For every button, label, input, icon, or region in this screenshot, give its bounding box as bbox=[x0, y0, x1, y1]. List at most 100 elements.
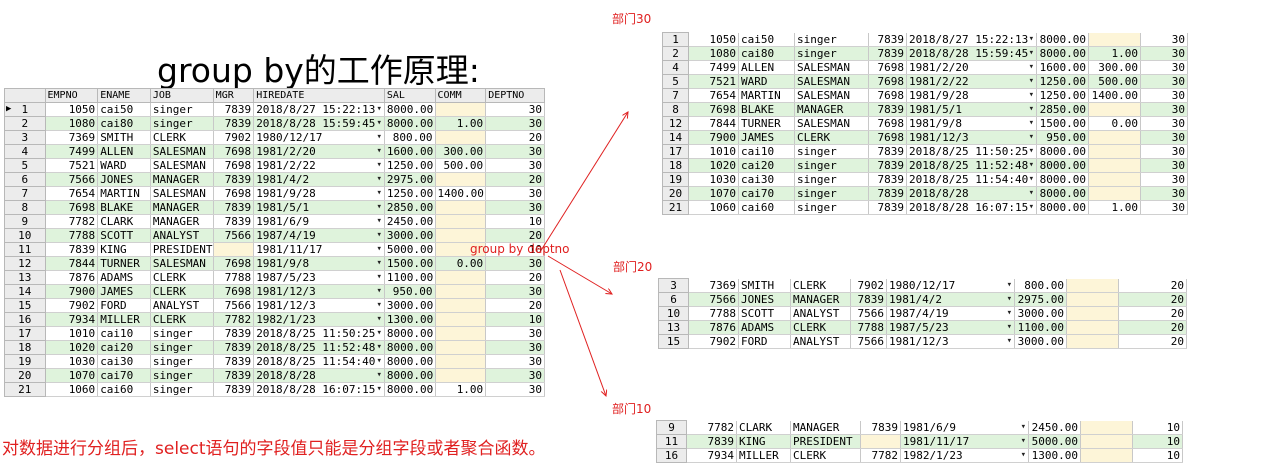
cell-hiredate[interactable]: 1980/12/17 bbox=[253, 130, 385, 145]
cell-ename[interactable]: ADAMS bbox=[97, 270, 151, 285]
cell-comm[interactable] bbox=[1066, 278, 1119, 293]
cell-empno[interactable]: 7369 bbox=[45, 130, 99, 145]
cell-empno[interactable]: 7782 bbox=[45, 214, 99, 229]
cell-ename[interactable]: cai50 bbox=[97, 102, 151, 117]
cell-empno[interactable]: 7844 bbox=[45, 256, 99, 271]
cell-comm[interactable] bbox=[1080, 420, 1133, 435]
cell-job[interactable]: singer bbox=[150, 354, 214, 369]
cell-mgr[interactable]: 7698 bbox=[213, 186, 255, 201]
cell-ename[interactable]: cai60 bbox=[738, 200, 795, 215]
cell-sal[interactable]: 8000.00 bbox=[384, 340, 436, 355]
cell-hiredate[interactable]: 1981/11/17 bbox=[900, 434, 1029, 449]
cell-deptno[interactable]: 20 bbox=[1118, 334, 1187, 349]
cell-mgr[interactable]: 7698 bbox=[868, 130, 907, 145]
col-header-mgr[interactable]: MGR bbox=[212, 88, 255, 103]
cell-hiredate[interactable]: 1981/2/22 bbox=[253, 158, 385, 173]
cell-hiredate[interactable]: 2018/8/25 11:52:48 bbox=[253, 340, 385, 355]
cell-ename[interactable]: cai20 bbox=[738, 158, 795, 173]
cell-ename[interactable]: ADAMS bbox=[738, 320, 791, 335]
cell-mgr[interactable]: 7698 bbox=[213, 256, 255, 271]
cell-comm[interactable] bbox=[1088, 158, 1141, 173]
col-header-empno[interactable]: EMPNO bbox=[44, 88, 99, 103]
cell-ename[interactable]: ALLEN bbox=[97, 144, 151, 159]
cell-comm[interactable] bbox=[435, 312, 487, 327]
cell-mgr[interactable]: 7839 bbox=[868, 186, 907, 201]
cell-job[interactable]: MANAGER bbox=[150, 214, 214, 229]
cell-job[interactable]: singer bbox=[794, 32, 869, 47]
cell-job[interactable]: MANAGER bbox=[790, 420, 861, 435]
cell-sal[interactable]: 8000.00 bbox=[1036, 32, 1089, 47]
cell-ename[interactable]: BLAKE bbox=[738, 102, 795, 117]
cell-ename[interactable]: CLARK bbox=[736, 420, 791, 435]
cell-sal[interactable]: 800.00 bbox=[384, 130, 436, 145]
cell-hiredate[interactable]: 1981/9/8 bbox=[253, 256, 385, 271]
cell-job[interactable]: SALESMAN bbox=[150, 186, 214, 201]
cell-deptno[interactable]: 20 bbox=[1118, 278, 1187, 293]
cell-empno[interactable]: 7566 bbox=[45, 172, 99, 187]
cell-empno[interactable]: 7788 bbox=[688, 306, 739, 321]
cell-job[interactable]: singer bbox=[150, 116, 214, 131]
cell-hiredate[interactable]: 1982/1/23 bbox=[900, 448, 1029, 463]
cell-comm[interactable]: 0.00 bbox=[435, 256, 487, 271]
cell-job[interactable]: ANALYST bbox=[150, 298, 214, 313]
cell-empno[interactable]: 1010 bbox=[45, 326, 99, 341]
cell-empno[interactable]: 1030 bbox=[688, 172, 739, 187]
cell-job[interactable]: ANALYST bbox=[790, 306, 851, 321]
cell-hiredate[interactable]: 1981/6/9 bbox=[253, 214, 385, 229]
cell-empno[interactable]: 7934 bbox=[45, 312, 99, 327]
cell-deptno[interactable]: 30 bbox=[1140, 74, 1188, 89]
cell-job[interactable]: MANAGER bbox=[150, 200, 214, 215]
cell-mgr[interactable]: 7839 bbox=[213, 354, 255, 369]
cell-ename[interactable]: MARTIN bbox=[97, 186, 151, 201]
cell-hiredate[interactable]: 2018/8/25 11:50:25 bbox=[253, 326, 385, 341]
cell-sal[interactable]: 8000.00 bbox=[384, 354, 436, 369]
cell-mgr[interactable]: 7839 bbox=[850, 292, 887, 307]
cell-sal[interactable]: 8000.00 bbox=[384, 382, 436, 397]
cell-ename[interactable]: TURNER bbox=[97, 256, 151, 271]
cell-hiredate[interactable]: 2018/8/28 15:59:45 bbox=[253, 116, 385, 131]
cell-job[interactable]: CLERK bbox=[150, 284, 214, 299]
cell-deptno[interactable]: 30 bbox=[1140, 60, 1188, 75]
cell-comm[interactable] bbox=[435, 270, 487, 285]
cell-comm[interactable]: 1.00 bbox=[435, 116, 487, 131]
cell-hiredate[interactable]: 1981/2/20 bbox=[906, 60, 1037, 75]
cell-sal[interactable]: 3000.00 bbox=[1014, 306, 1067, 321]
cell-ename[interactable]: cai60 bbox=[97, 382, 151, 397]
cell-comm[interactable] bbox=[1080, 448, 1133, 463]
cell-empno[interactable]: 1080 bbox=[688, 46, 739, 61]
cell-comm[interactable] bbox=[435, 340, 487, 355]
cell-sal[interactable]: 8000.00 bbox=[384, 326, 436, 341]
cell-ename[interactable]: cai70 bbox=[738, 186, 795, 201]
cell-job[interactable]: ANALYST bbox=[790, 334, 851, 349]
cell-hiredate[interactable]: 1981/9/28 bbox=[253, 186, 385, 201]
cell-empno[interactable]: 7902 bbox=[45, 298, 99, 313]
cell-empno[interactable]: 1070 bbox=[45, 368, 99, 383]
cell-sal[interactable]: 8000.00 bbox=[1036, 200, 1089, 215]
cell-hiredate[interactable]: 1981/2/20 bbox=[253, 144, 385, 159]
cell-deptno[interactable]: 30 bbox=[485, 116, 545, 131]
cell-mgr[interactable]: 7839 bbox=[868, 158, 907, 173]
cell-mgr[interactable]: 7839 bbox=[213, 340, 255, 355]
cell-ename[interactable]: JONES bbox=[738, 292, 791, 307]
cell-deptno[interactable]: 30 bbox=[485, 186, 545, 201]
cell-empno[interactable]: 7839 bbox=[686, 434, 737, 449]
cell-comm[interactable] bbox=[435, 200, 487, 215]
cell-sal[interactable]: 3000.00 bbox=[384, 228, 436, 243]
cell-deptno[interactable]: 10 bbox=[485, 312, 545, 327]
cell-job[interactable]: MANAGER bbox=[150, 172, 214, 187]
cell-sal[interactable]: 5000.00 bbox=[384, 242, 436, 257]
cell-job[interactable]: SALESMAN bbox=[150, 144, 214, 159]
cell-empno[interactable]: 7900 bbox=[688, 130, 739, 145]
